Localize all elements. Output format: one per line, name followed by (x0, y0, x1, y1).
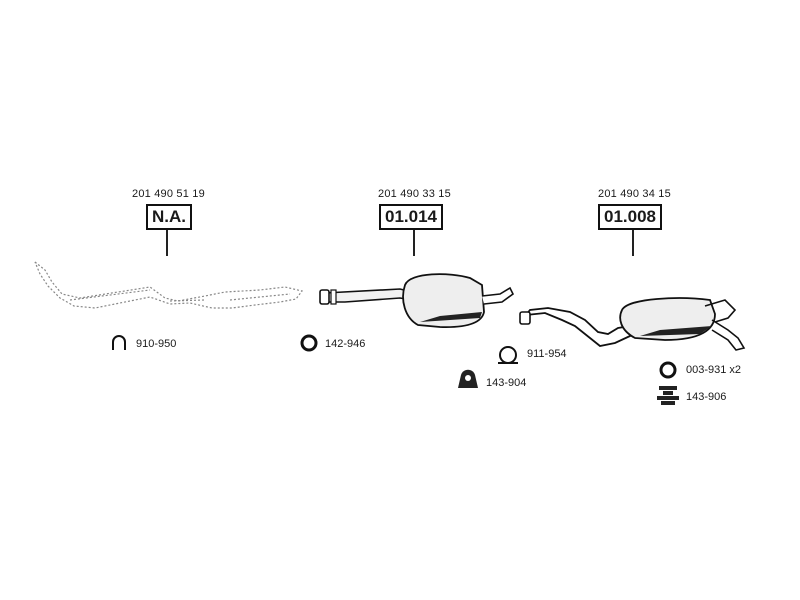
part-code-rear-muffler[interactable]: 01.008 (598, 204, 662, 230)
mounting-block-icon (657, 386, 679, 405)
center-muffler-drawing (319, 273, 515, 328)
part-number-003-931[interactable]: 003-931 x2 (686, 364, 742, 376)
rear-muffler-drawing (519, 297, 746, 351)
oem-number-rear-muffler: 201 490 34 15 (598, 188, 671, 200)
rear-muffler-leader (632, 230, 634, 256)
part-number-910-950[interactable]: 910-950 (136, 338, 177, 350)
center-muffler-leader (413, 230, 415, 256)
pipe-clamp-icon (498, 346, 518, 364)
part-code-front-pipe[interactable]: N.A. (146, 204, 192, 230)
seal-ring-icon (659, 361, 677, 379)
gasket-ring-icon (300, 334, 318, 352)
part-number-143-906[interactable]: 143-906 (686, 391, 727, 403)
part-code-center-muffler[interactable]: 01.014 (379, 204, 443, 230)
part-number-143-904[interactable]: 143-904 (486, 377, 527, 389)
oem-number-front-pipe: 201 490 51 19 (132, 188, 205, 200)
part-number-911-954[interactable]: 911-954 (527, 348, 567, 360)
front-pipe-leader (166, 230, 168, 256)
u-clamp-icon (112, 335, 126, 350)
front-pipe-drawing (34, 261, 304, 309)
oem-number-center-muffler: 201 490 33 15 (378, 188, 451, 200)
rubber-hanger-icon (458, 369, 478, 388)
part-number-142-946[interactable]: 142-946 (325, 338, 366, 350)
